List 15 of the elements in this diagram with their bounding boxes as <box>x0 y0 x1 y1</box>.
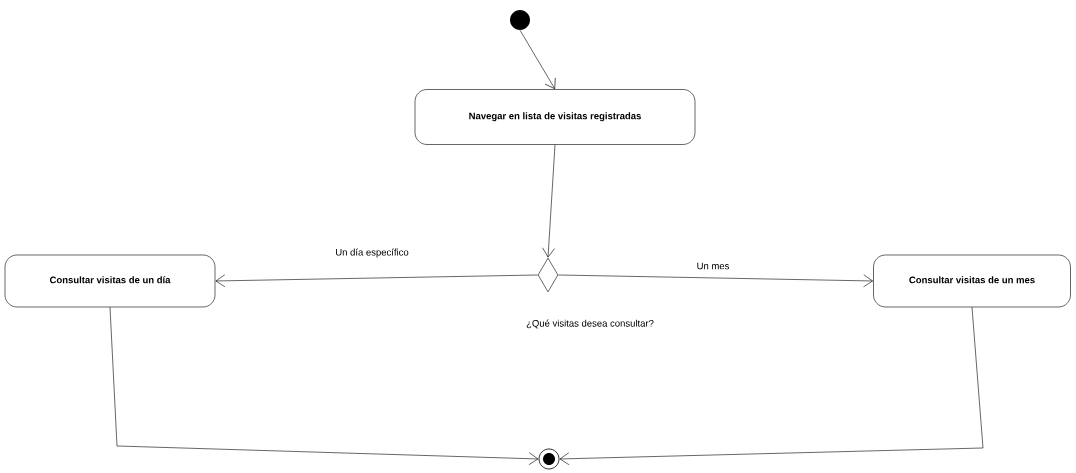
arrow <box>519 29 556 89</box>
condition-label: ¿Qué visitas desea consultar? <box>526 319 654 329</box>
arrow <box>109 307 539 465</box>
action-box: Consultar visitas de un mes <box>873 254 1071 308</box>
arrow <box>215 274 538 288</box>
action-box: Consultar visitas de un día <box>4 254 216 308</box>
end-node <box>538 448 560 470</box>
edge-label: Un mes <box>695 261 731 271</box>
edge-label: Un día específico <box>334 247 410 259</box>
start-node <box>510 10 530 30</box>
action-box: Navegar en lista de visitas registradas <box>414 89 696 145</box>
arrow <box>542 144 556 258</box>
decision-diamond <box>537 257 559 293</box>
arrow <box>559 307 984 466</box>
arrow <box>558 274 873 288</box>
